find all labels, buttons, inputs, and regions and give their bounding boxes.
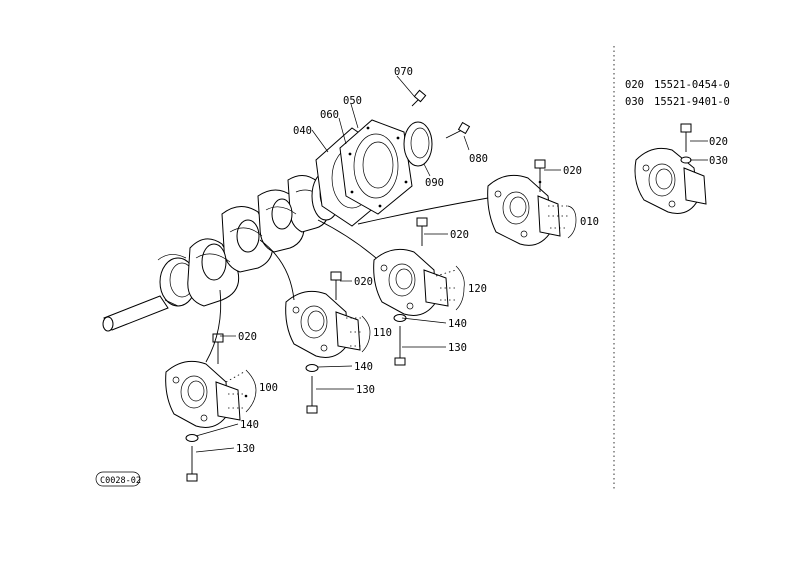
- leader-lines: [195, 75, 577, 453]
- callout-020-case100: 020: [238, 331, 257, 343]
- callout-010: 010: [580, 216, 599, 228]
- callout-090: 090: [425, 177, 444, 189]
- callout-140-case120: 140: [448, 318, 467, 330]
- figure-code-tag: C0028-02: [95, 471, 141, 487]
- bearing-case-100: [165, 333, 241, 482]
- part-number-030: 15521-9401-0: [654, 96, 730, 108]
- callout-040: 040: [293, 125, 312, 137]
- bearing-case-120: [373, 217, 449, 366]
- callout-080: 080: [469, 153, 488, 165]
- part-number-020: 15521-0454-0: [654, 79, 730, 91]
- seal-case-assembly: [315, 89, 471, 227]
- figure-code: C0028-02: [100, 476, 141, 486]
- callout-130-case110: 130: [356, 384, 375, 396]
- bearing-case-110: [285, 271, 361, 414]
- side-callout-030: 030: [709, 155, 728, 167]
- callout-020-case110: 020: [354, 276, 373, 288]
- assembly-lines: [205, 197, 489, 363]
- callout-140-case100: 140: [240, 419, 259, 431]
- callout-020-top: 020: [563, 165, 582, 177]
- callout-110: 110: [373, 327, 392, 339]
- callout-140-case110: 140: [354, 361, 373, 373]
- callout-130-case120: 130: [448, 342, 467, 354]
- callout-050: 050: [343, 95, 362, 107]
- callout-020-case120: 020: [450, 229, 469, 241]
- callout-060: 060: [320, 109, 339, 121]
- side-bearing-case: 020 030: [634, 123, 728, 214]
- callout-070: 070: [394, 66, 413, 78]
- side-callout-020: 020: [709, 136, 728, 148]
- side-panel: 020 15521-0454-0 030 15521-9401-0 020 03…: [625, 79, 730, 214]
- callout-100: 100: [259, 382, 278, 394]
- part-ref-020: 020: [625, 79, 644, 91]
- callout-120: 120: [468, 283, 487, 295]
- part-ref-030: 030: [625, 96, 644, 108]
- bearing-case-010: [487, 159, 561, 246]
- crankshaft: [102, 171, 341, 332]
- callout-130-case100: 130: [236, 443, 255, 455]
- callout-labels: 070 050 060 040 080 090 020 010 020 020 …: [236, 66, 599, 455]
